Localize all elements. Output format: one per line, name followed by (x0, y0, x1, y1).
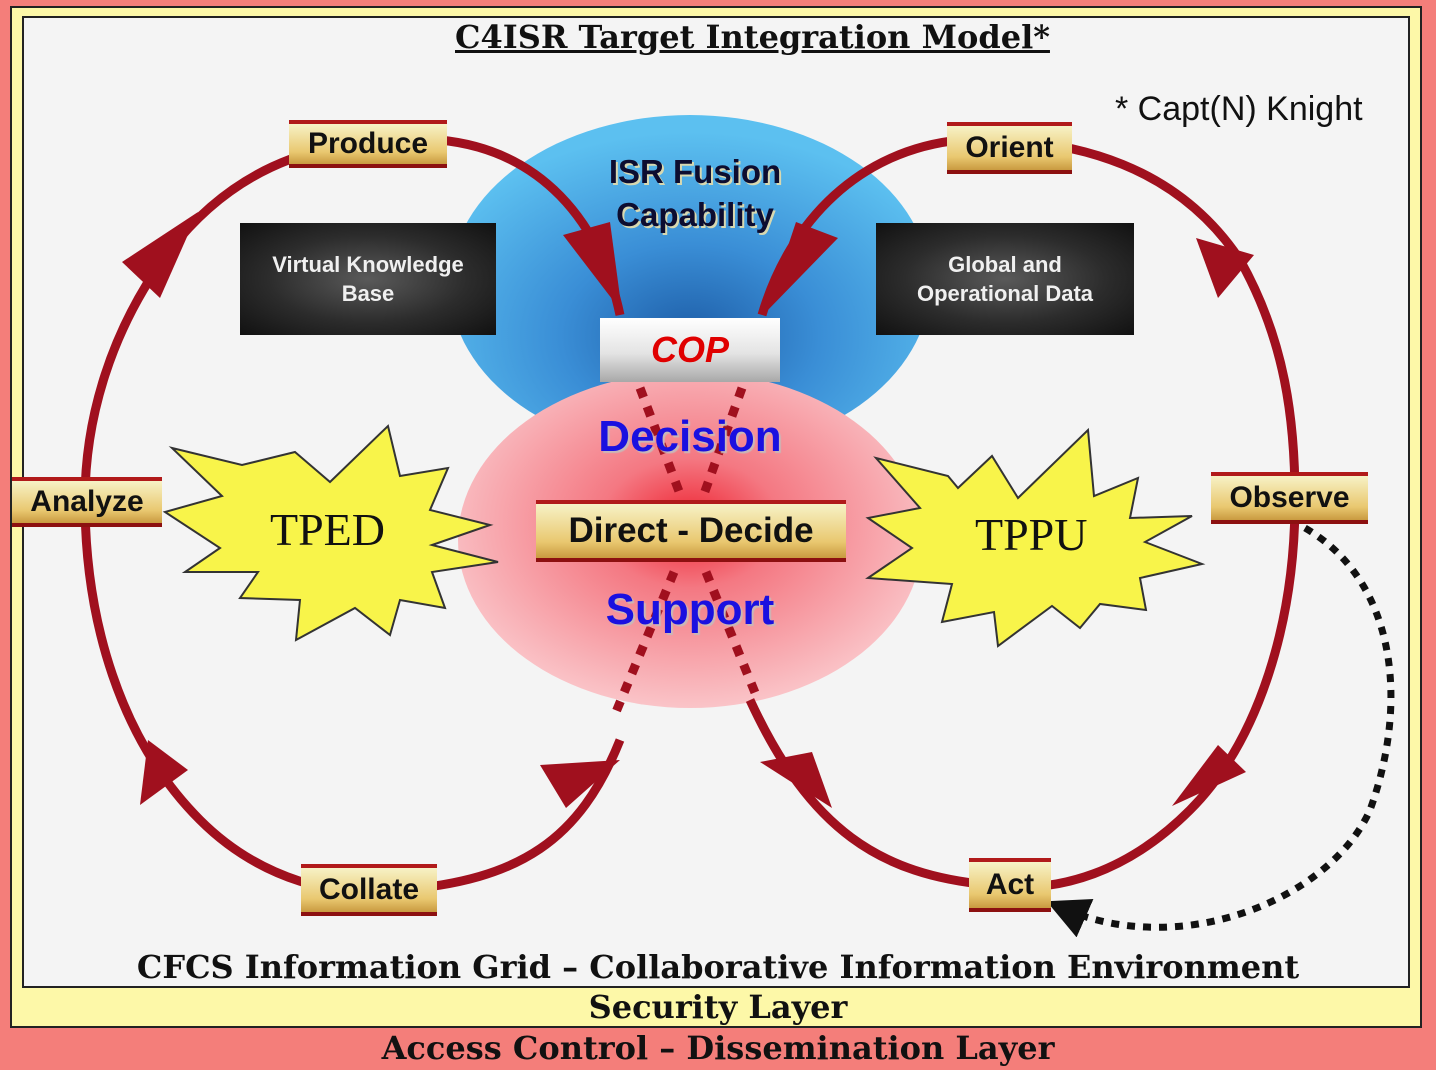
stage-produce: Produce (289, 120, 447, 168)
security-layer-label: Security Layer (588, 988, 848, 1026)
isr-fusion-line2: Capability (616, 196, 774, 233)
decision-label: Decision (598, 412, 782, 461)
cop-box: COP (600, 318, 780, 382)
stage-observe: Observe (1211, 472, 1368, 524)
diagram-title: C4ISR Target Integration Model* (455, 18, 1050, 56)
stage-collate: Collate (301, 864, 437, 916)
direct-decide-box: Direct - Decide (536, 500, 846, 562)
global-data-line2: Operational Data (916, 281, 1094, 306)
access-control-label: Access Control – Dissemination Layer (381, 1029, 1055, 1067)
stage-analyze: Analyze (12, 477, 162, 527)
dotted-link-support-left (611, 570, 679, 714)
author-credit: * Capt(N) Knight (1115, 90, 1363, 128)
arrow-support-to-collate (540, 760, 620, 808)
dotted-arrow-observe-to-act (1046, 524, 1395, 938)
isr-fusion-label: ISR Fusion Capability (560, 150, 830, 236)
tppu-label: TPPU (975, 509, 1088, 560)
tped-star (162, 424, 499, 642)
arrow-support-to-act (760, 752, 832, 808)
global-operational-data-box: Global and Operational Data (876, 223, 1134, 335)
virtual-knowledge-base-box: Virtual Knowledge Base (240, 223, 496, 335)
arrow-orient-to-cop (766, 222, 838, 312)
virtual-knowledge-line2: Base (341, 281, 395, 306)
virtual-knowledge-line1: Virtual Knowledge (272, 252, 464, 277)
tped-label: TPED (270, 504, 385, 555)
isr-fusion-line1: ISR Fusion (608, 153, 782, 190)
stage-act: Act (969, 858, 1051, 912)
arrow-collate-to-analyze (140, 740, 188, 805)
arrow-act-to-observe (1172, 745, 1246, 806)
arrow-produce-to-cop (563, 222, 622, 312)
dotted-link-support-right (701, 570, 763, 702)
global-data-line1: Global and (948, 252, 1062, 277)
tppu-star (865, 427, 1206, 648)
stage-orient: Orient (947, 122, 1072, 174)
arrow-observe-to-orient (1196, 238, 1254, 298)
information-grid-label: CFCS Information Grid – Collaborative In… (136, 948, 1300, 986)
support-label: Support (605, 585, 775, 634)
arrow-analyze-to-produce (122, 212, 198, 298)
